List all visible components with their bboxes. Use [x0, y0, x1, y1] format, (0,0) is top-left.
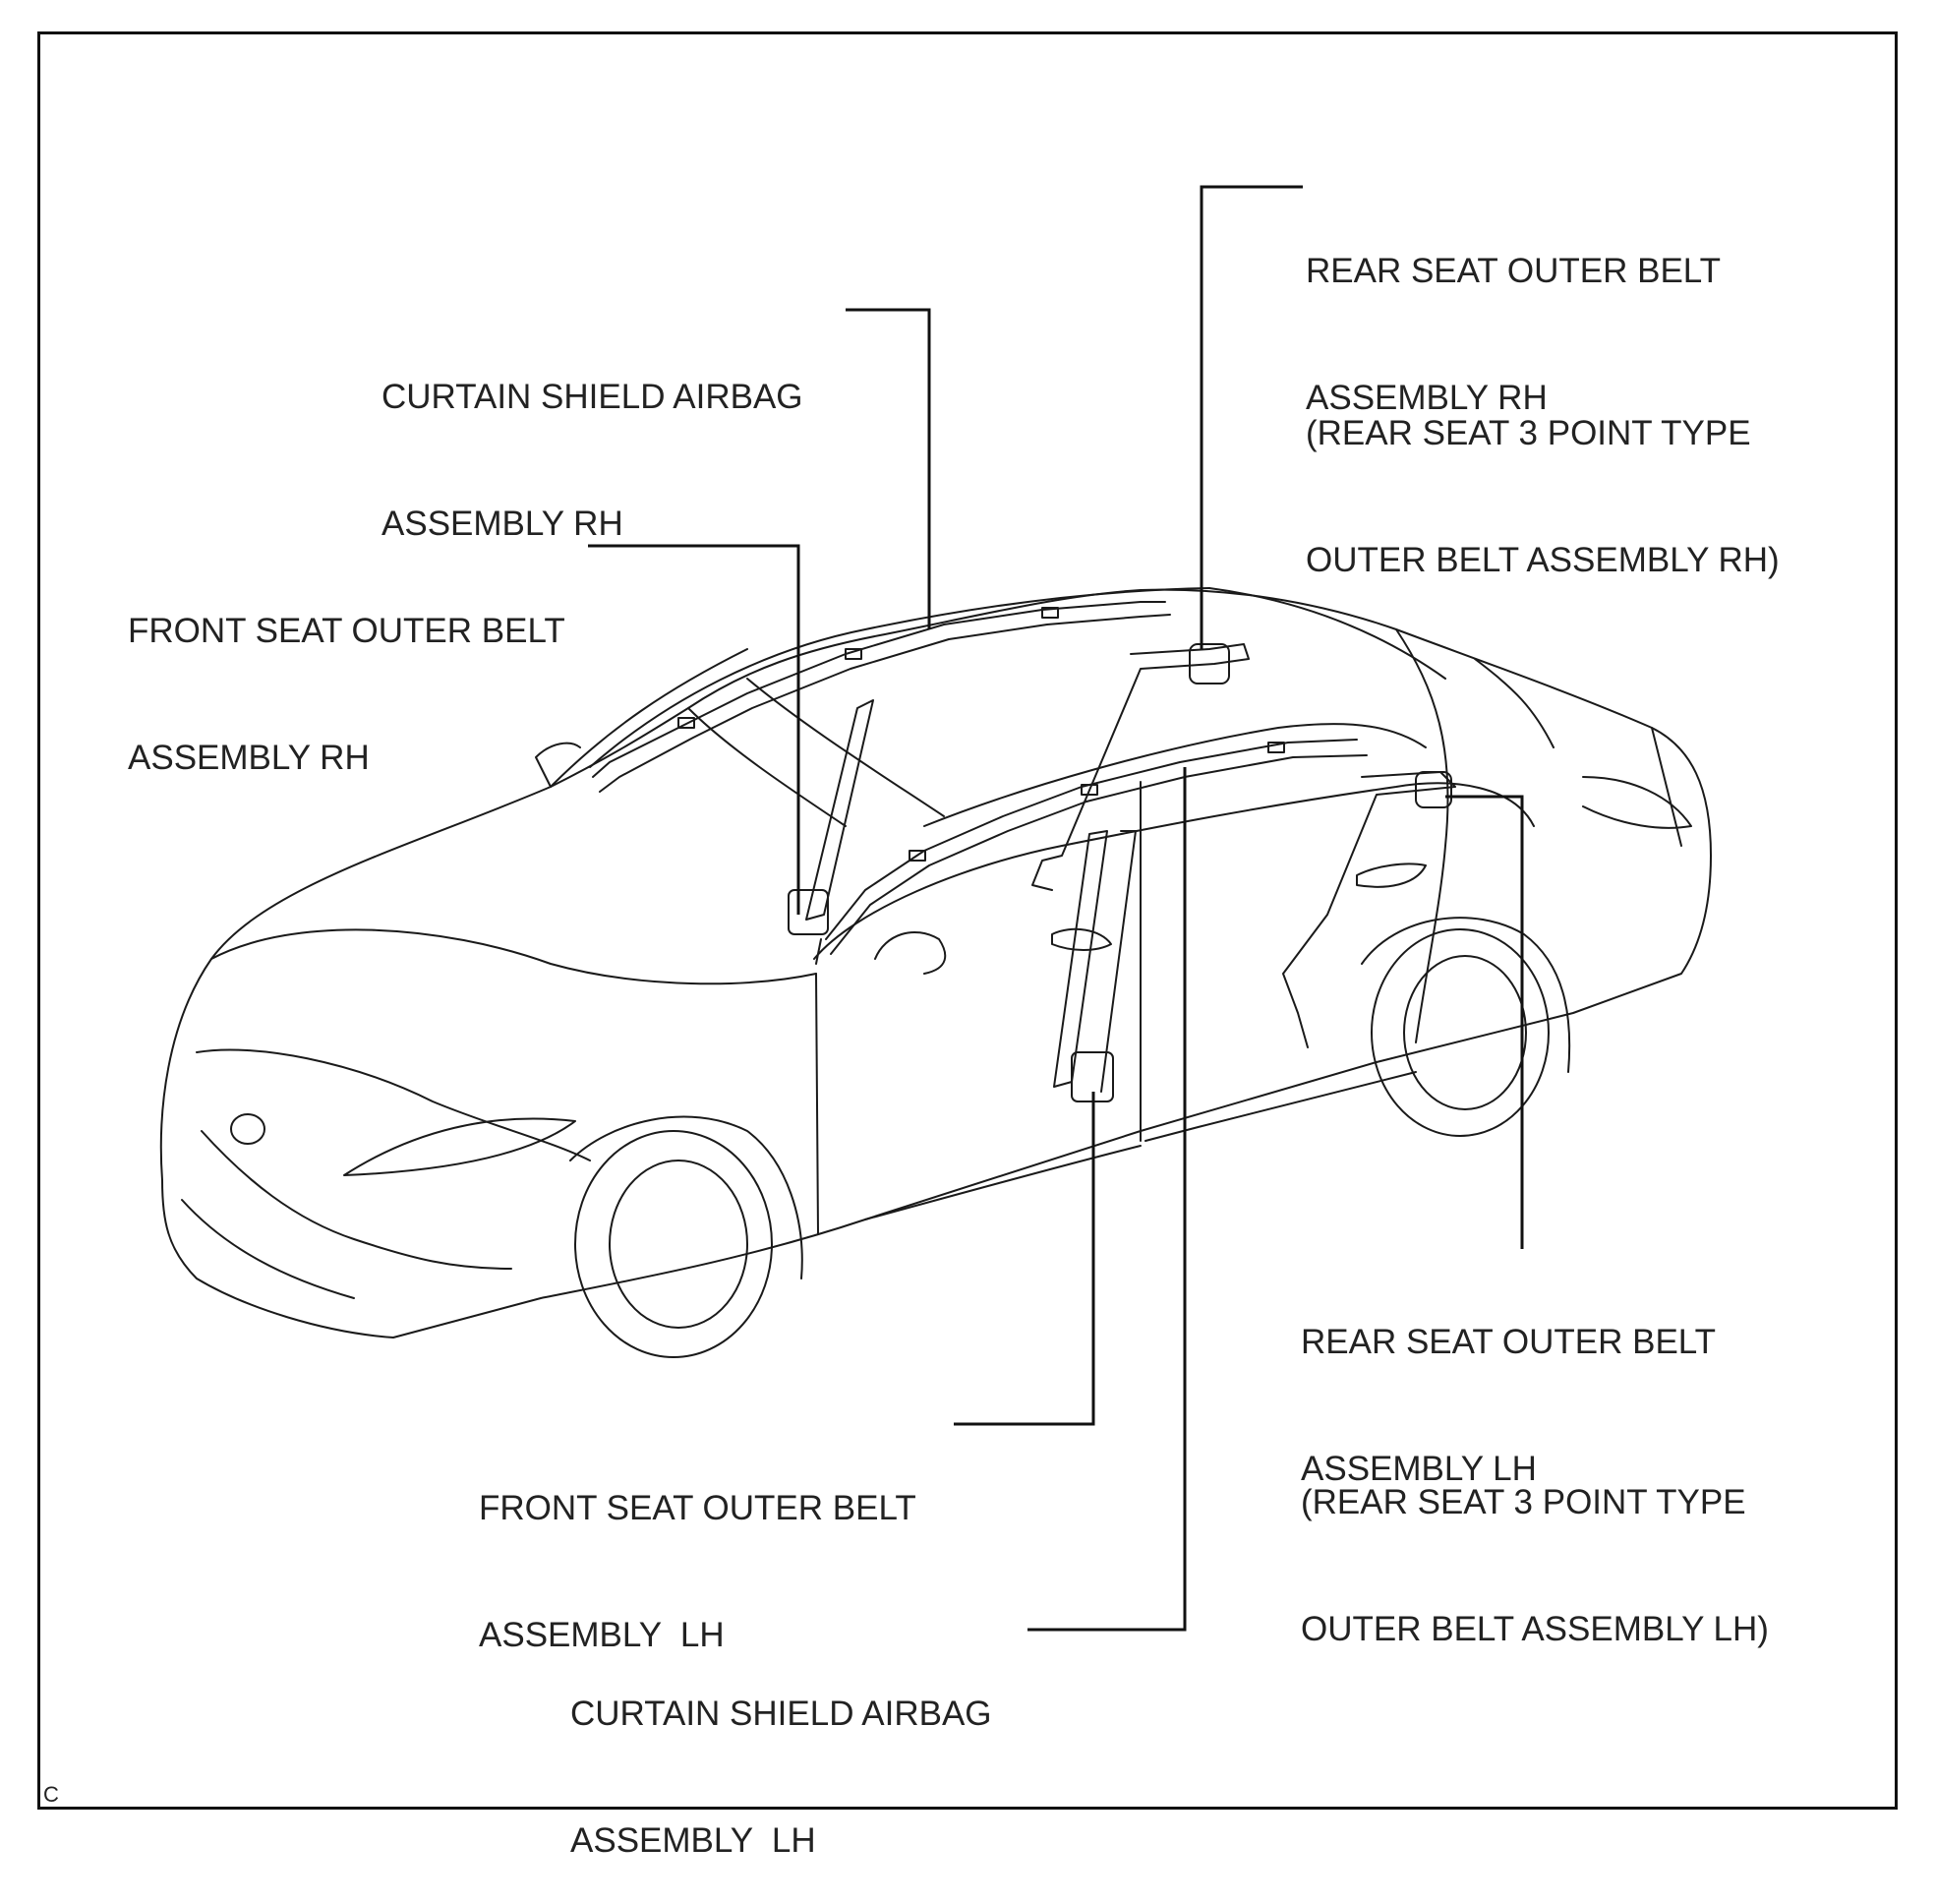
leader-front-rh — [588, 544, 800, 915]
leader-curtain-lh — [1027, 767, 1187, 1632]
callout-curtain-rh-line1: CURTAIN SHIELD AIRBAG — [381, 378, 803, 416]
leader-curtain-rh — [846, 308, 931, 629]
callout-rear-rh-line1: REAR SEAT OUTER BELT — [1306, 252, 1722, 290]
callout-rear-seat-belt-lh-alt: (REAR SEAT 3 POINT TYPE OUTER BELT ASSEM… — [1301, 1397, 1769, 1693]
curtain-airbag-lh — [825, 739, 1368, 955]
callout-front-seat-belt-rh: FRONT SEAT OUTER BELT ASSEMBLY RH — [128, 525, 565, 821]
callout-curtain-lh-line2: ASSEMBLY LH — [570, 1821, 816, 1860]
callout-curtain-airbag-lh: CURTAIN SHIELD AIRBAG ASSEMBLY LH — [570, 1608, 992, 1904]
rear-belt-rh — [1031, 643, 1250, 891]
front-wheel — [569, 1115, 803, 1358]
callout-rear-lh-line2: ASSEMBLY LH — [1301, 1450, 1537, 1488]
callout-rear-seat-belt-rh-alt: (REAR SEAT 3 POINT TYPE OUTER BELT ASSEM… — [1306, 327, 1780, 624]
front-belt-rh — [788, 699, 874, 965]
callout-rear-seat-belt-lh: REAR SEAT OUTER BELT ASSEMBLY LH — [1301, 1236, 1716, 1532]
car-illustration — [159, 185, 1712, 1632]
callout-front-seat-belt-lh: FRONT SEAT OUTER BELT ASSEMBLY LH — [479, 1402, 916, 1698]
corner-code: C — [43, 1782, 59, 1807]
leader-rear-rh — [1200, 185, 1303, 649]
curtain-airbag-rh — [592, 601, 1171, 793]
callout-curtain-airbag-rh: CURTAIN SHIELD AIRBAG ASSEMBLY RH — [381, 291, 803, 587]
callout-curtain-rh-line2: ASSEMBLY RH — [381, 505, 623, 543]
callout-rear-lh-alt1: (REAR SEAT 3 POINT TYPE — [1301, 1483, 1746, 1521]
diagram-frame — [37, 31, 1898, 1810]
callout-rear-lh-alt2: OUTER BELT ASSEMBLY LH) — [1301, 1610, 1769, 1648]
leader-front-lh — [954, 1092, 1095, 1426]
callout-front-rh-line2: ASSEMBLY RH — [128, 739, 370, 777]
callout-curtain-lh-line1: CURTAIN SHIELD AIRBAG — [570, 1695, 992, 1733]
rear-wheel — [1361, 917, 1571, 1137]
leader-rear-lh — [1445, 795, 1524, 1249]
front-belt-lh — [1051, 830, 1137, 1102]
rear-belt-lh — [1282, 771, 1456, 1048]
callout-rear-seat-belt-rh: REAR SEAT OUTER BELT ASSEMBLY RH — [1306, 165, 1721, 461]
callout-front-lh-line1: FRONT SEAT OUTER BELT — [479, 1489, 916, 1527]
car-roof-outline — [589, 587, 1446, 827]
callout-front-lh-line2: ASSEMBLY LH — [479, 1616, 725, 1654]
callout-rear-rh-alt2: OUTER BELT ASSEMBLY RH) — [1306, 541, 1780, 579]
callout-rear-lh-line1: REAR SEAT OUTER BELT — [1301, 1323, 1717, 1361]
callout-front-rh-line1: FRONT SEAT OUTER BELT — [128, 612, 565, 650]
callout-rear-rh-line2: ASSEMBLY RH — [1306, 379, 1548, 417]
callout-rear-rh-alt1: (REAR SEAT 3 POINT TYPE — [1306, 414, 1751, 452]
car-body-outline — [159, 588, 1712, 1339]
